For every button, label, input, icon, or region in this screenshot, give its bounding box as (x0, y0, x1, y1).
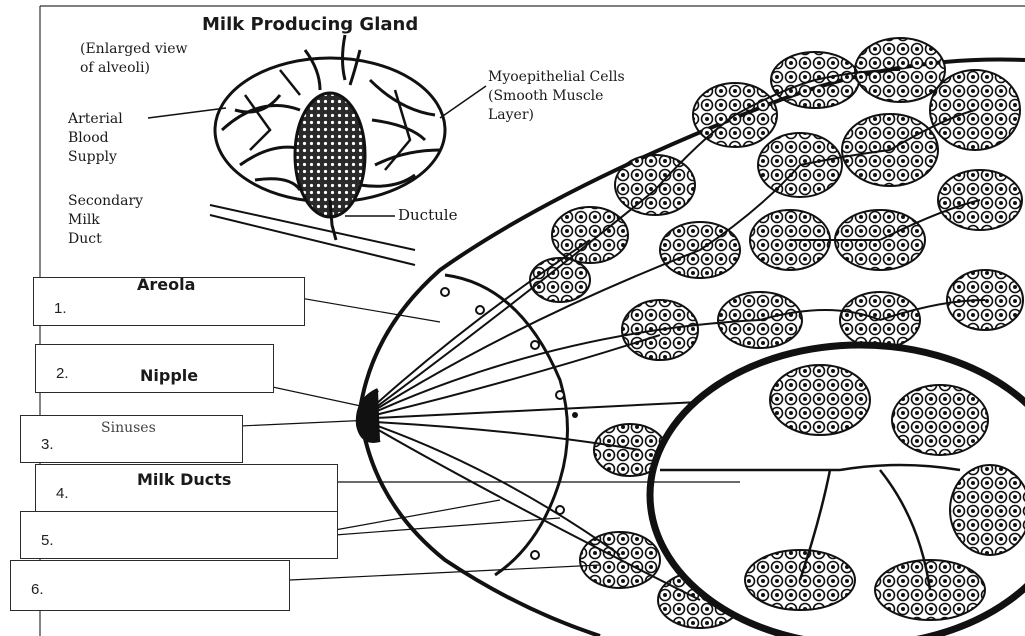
arterial-blood-supply-label: Arterial Blood Supply (68, 110, 123, 167)
arterial-line-2: Blood (68, 129, 123, 148)
myo-line-1: Myoepithelial Cells (488, 68, 625, 87)
milk-ducts-label: Milk Ducts (137, 470, 231, 489)
nipple-label: Nipple (140, 366, 198, 385)
gland-subtitle-line-2: of alveoli) (80, 59, 188, 78)
sinuses-label: Sinuses (101, 420, 156, 436)
answer-box-number: 3. (41, 436, 54, 453)
gland-subtitle-line-1: (Enlarged view (80, 40, 188, 59)
arterial-line-3: Supply (68, 148, 123, 167)
ductule-label: Ductule (398, 206, 457, 224)
gland-inset-drawing (148, 35, 486, 265)
gland-title: Milk Producing Gland (202, 14, 418, 35)
secondary-milk-duct-label: Secondary Milk Duct (68, 192, 143, 249)
secondary-line-2: Milk (68, 211, 143, 230)
secondary-line-1: Secondary (68, 192, 143, 211)
answer-box-number: 1. (54, 300, 67, 317)
areola-label: Areola (137, 275, 195, 294)
areola-outline (445, 275, 568, 575)
secondary-line-3: Duct (68, 230, 143, 249)
answer-box-5[interactable]: 5. (20, 511, 338, 559)
myoepithelial-cells-label: Myoepithelial Cells (Smooth Muscle Layer… (488, 68, 625, 125)
answer-box-number: 4. (56, 485, 69, 502)
answer-box-number: 2. (56, 365, 69, 382)
answer-box-number: 5. (41, 532, 54, 549)
answer-box-6[interactable]: 6. (10, 560, 290, 611)
answer-box-number: 6. (31, 581, 44, 598)
myo-line-3: Layer) (488, 106, 625, 125)
gland-subtitle: (Enlarged view of alveoli) (80, 40, 188, 78)
arterial-line-1: Arterial (68, 110, 123, 129)
myo-line-2: (Smooth Muscle (488, 87, 625, 106)
